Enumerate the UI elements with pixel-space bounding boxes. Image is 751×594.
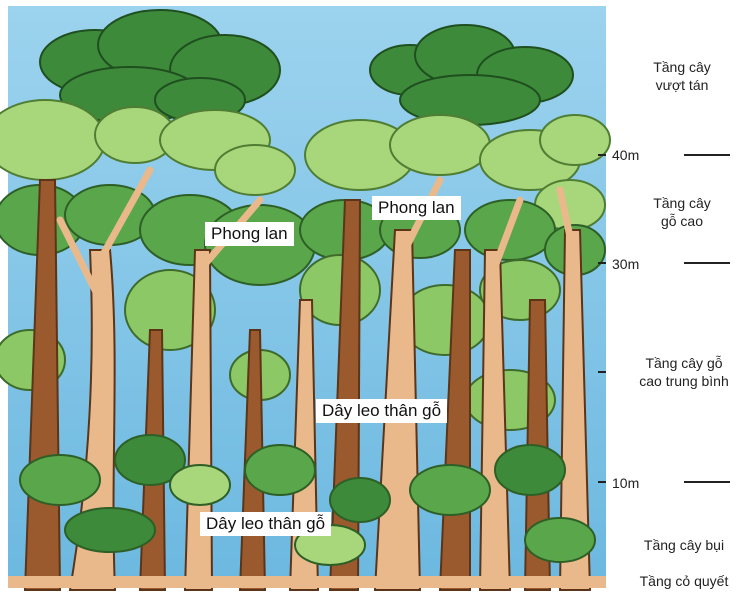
liana-label-middle: Dây leo thân gỗ bbox=[316, 399, 447, 423]
orchid-label-left: Phong lan bbox=[205, 222, 294, 246]
layer-medium-trees: Tầng cây gỗ cao trung bình bbox=[620, 354, 748, 390]
layer-emergent: Tầng cây vượt tán bbox=[626, 58, 738, 94]
height-10m: 10m bbox=[612, 475, 639, 491]
ground bbox=[8, 576, 606, 588]
layer-ground: Tầng cỏ quyết bbox=[620, 572, 748, 590]
orchid-label-right: Phong lan bbox=[372, 196, 461, 220]
liana-label-bottom: Dây leo thân gỗ bbox=[200, 512, 331, 536]
layer-tall-trees: Tầng cây gỗ cao bbox=[626, 194, 738, 230]
layer-shrubs: Tầng cây bụi bbox=[620, 536, 748, 554]
height-30m: 30m bbox=[612, 256, 639, 272]
height-40m: 40m bbox=[612, 147, 639, 163]
